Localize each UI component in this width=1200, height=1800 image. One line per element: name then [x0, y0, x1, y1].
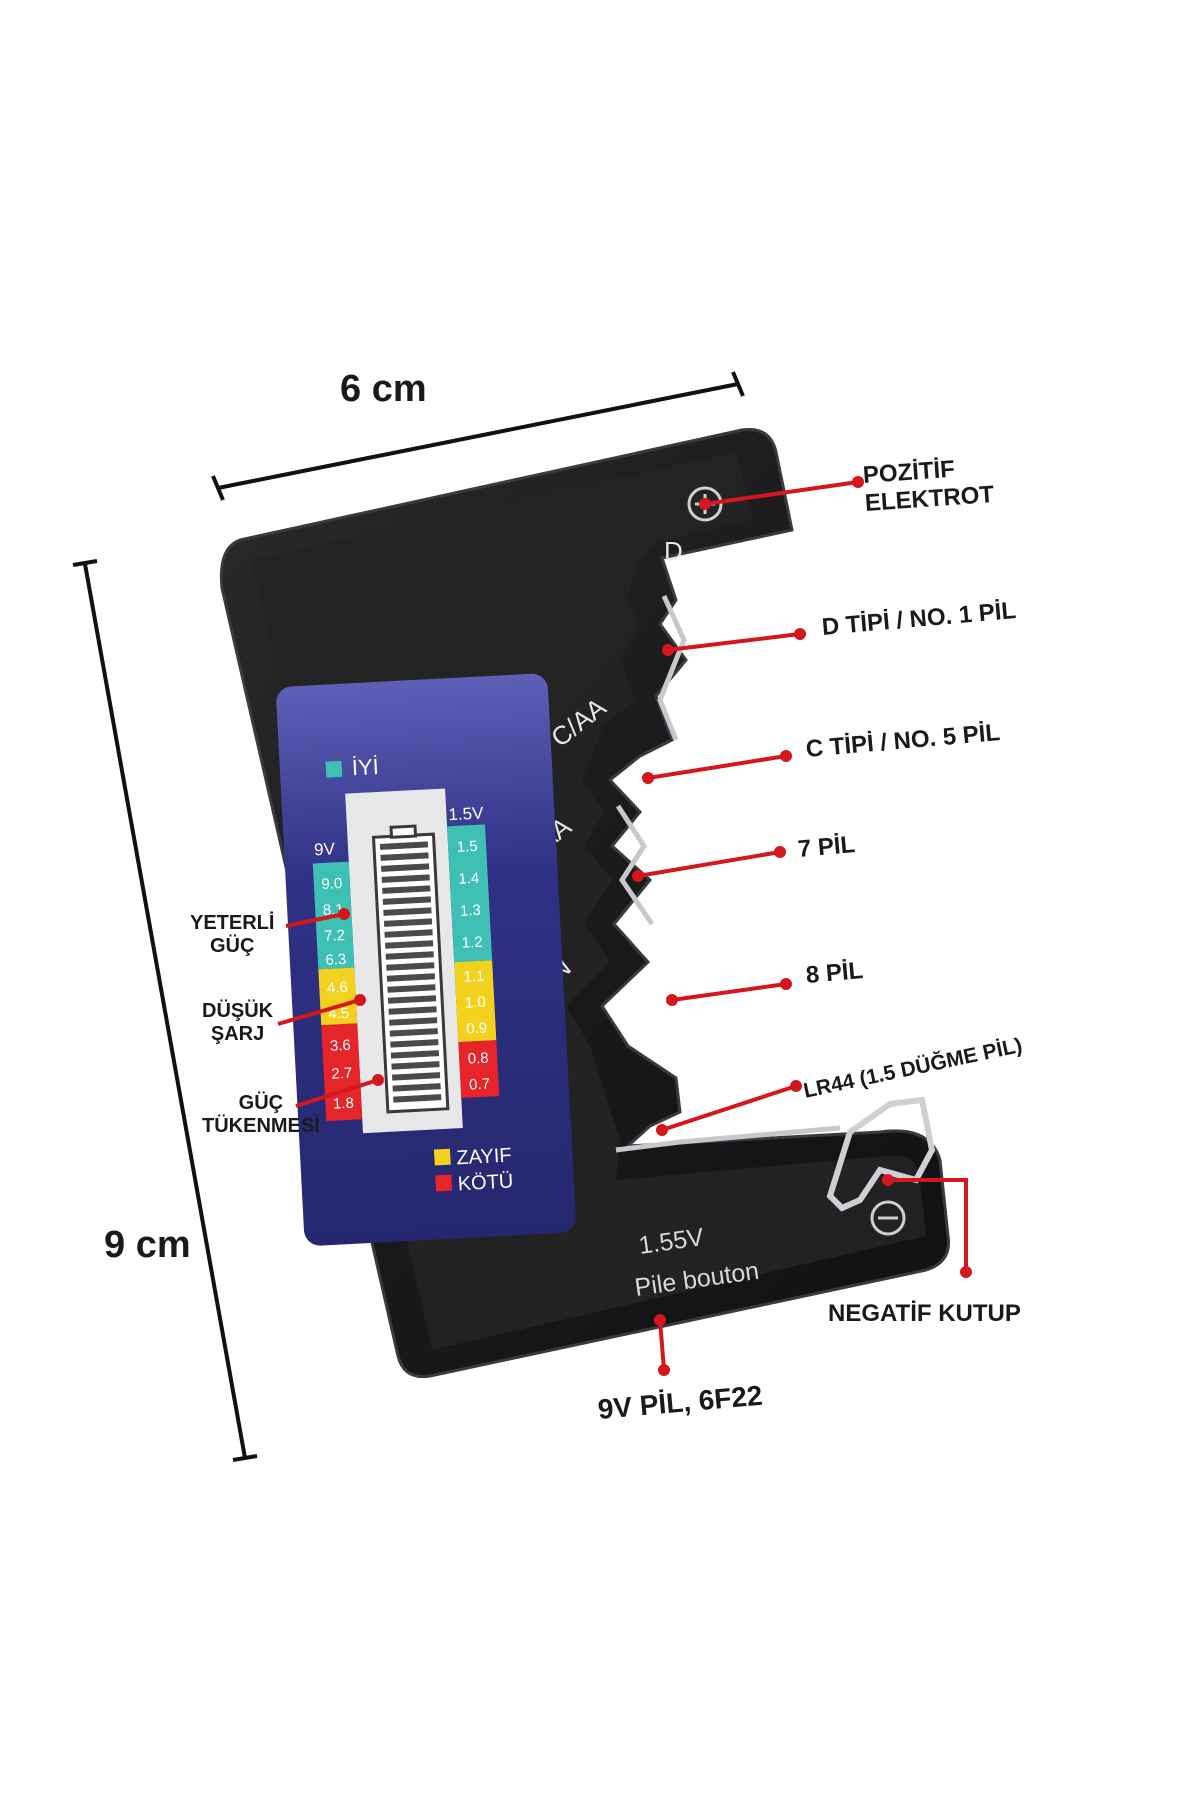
level-bar: [392, 1083, 441, 1092]
lr44-spring-clip: [826, 1096, 936, 1212]
sufficient-line-2: GÜÇ: [210, 935, 255, 957]
scale-left-header: 9V: [314, 839, 336, 859]
width-dimension-line: [211, 371, 745, 501]
right-value: 1.4: [458, 870, 480, 888]
right-scale-column: 1.5 1.4 1.3 1.2 1.1 1.0 0.9 0.8 0.7: [447, 824, 500, 1099]
width-label: 6 cm: [340, 368, 427, 410]
callout-lines: [277, 480, 968, 1371]
depleted-line-1: GÜÇ: [238, 1092, 284, 1114]
right-value: 1.3: [460, 902, 482, 920]
level-bar: [387, 984, 436, 993]
negative-pole-label: NEGATİF KUTUP: [828, 1300, 1021, 1327]
sufficient-power-label: YETERLİ GÜÇ: [190, 912, 274, 958]
level-bar: [391, 1072, 441, 1081]
left-value: 4.6: [326, 979, 348, 997]
level-bar: [389, 1017, 438, 1026]
right-value: 1.2: [461, 934, 483, 952]
level-bar: [388, 1006, 437, 1015]
low-line-1: DÜŞÜK: [202, 1000, 274, 1022]
right-value: 0.7: [469, 1076, 491, 1094]
level-bar: [385, 951, 434, 960]
level-bar: [384, 929, 433, 938]
scale-good-label: İYİ: [351, 754, 379, 780]
level-bar: [393, 1094, 442, 1103]
negative-terminal: [870, 1200, 906, 1236]
callout-dots: [338, 476, 972, 1376]
level-bar: [389, 1028, 438, 1037]
left-value: 7.2: [324, 927, 346, 945]
left-value: 6.3: [325, 951, 347, 969]
scale-panel: İYİ 9V 1.5V 9.0 8.1 7.2 6.3 4.6 4.5 3.6 …: [276, 673, 576, 1246]
height-dimension-line: [72, 559, 258, 1462]
pil8-label: 8 PİL: [804, 957, 865, 989]
level-bar: [383, 907, 432, 916]
level-bar: [379, 841, 429, 850]
depleted-label: GÜÇ TÜKENMESİ: [202, 1092, 320, 1138]
level-bar: [381, 874, 430, 883]
left-value: 1.8: [333, 1095, 355, 1113]
battery-level-bars: [379, 841, 442, 1103]
level-bar: [391, 1061, 440, 1070]
level-bar: [387, 995, 437, 1004]
scale-weak-label: ZAYIF: [456, 1144, 512, 1169]
mark-d: D: [664, 536, 683, 566]
level-bar: [390, 1039, 439, 1048]
level-bar: [382, 896, 431, 905]
level-bar: [383, 918, 433, 927]
level-bar: [385, 940, 434, 949]
right-value: 1.5: [456, 838, 478, 856]
metal-contacts: [615, 594, 841, 1153]
level-bar: [386, 973, 436, 982]
right-value: 1.0: [464, 994, 486, 1012]
level-bar: [382, 885, 431, 894]
level-bar: [381, 863, 430, 872]
sufficient-line-1: YETERLİ: [190, 912, 275, 934]
left-value: 3.6: [330, 1037, 352, 1055]
depleted-line-2: TÜKENMESİ: [202, 1115, 320, 1137]
pil7-label: 7 PİL: [796, 831, 857, 863]
scale-right-header: 1.5V: [448, 803, 485, 824]
right-value: 0.8: [467, 1050, 489, 1068]
right-value: 1.1: [463, 968, 485, 986]
low-charge-label: DÜŞÜK ŞARJ: [202, 1000, 273, 1046]
left-value: 2.7: [331, 1065, 353, 1083]
positive-electrode-label: POZİTİF ELEKTROT: [862, 453, 995, 517]
height-label: 9 cm: [104, 1224, 191, 1266]
left-value: 9.0: [321, 875, 343, 893]
right-value: 0.9: [466, 1020, 488, 1038]
low-line-2: ŞARJ: [210, 1023, 265, 1045]
level-bar: [380, 852, 429, 861]
scale-bad-label: KÖTÜ: [457, 1170, 514, 1195]
level-bar: [390, 1050, 440, 1059]
level-bar: [386, 962, 435, 971]
